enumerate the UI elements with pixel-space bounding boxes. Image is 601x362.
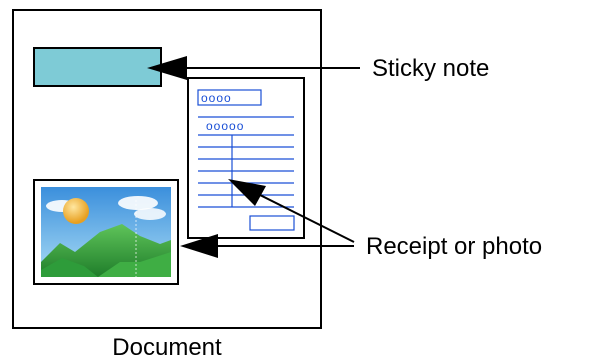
photo-arrow — [180, 234, 354, 258]
photo — [33, 179, 179, 285]
sticky-note — [33, 47, 162, 87]
receipt: oooo ooooo — [187, 77, 305, 239]
receipt-or-photo-label: Receipt or photo — [366, 233, 542, 260]
sun-icon — [63, 198, 89, 224]
receipt-arrow — [228, 179, 355, 243]
sticky-note-arrow — [147, 56, 360, 80]
receipt-header-box — [197, 89, 262, 106]
receipt-subheader-text: ooooo — [206, 119, 244, 133]
receipt-header-text: oooo — [201, 91, 232, 105]
document-label: Document — [112, 334, 222, 361]
receipt-total-box — [249, 215, 295, 231]
sticky-note-label: Sticky note — [372, 55, 489, 82]
